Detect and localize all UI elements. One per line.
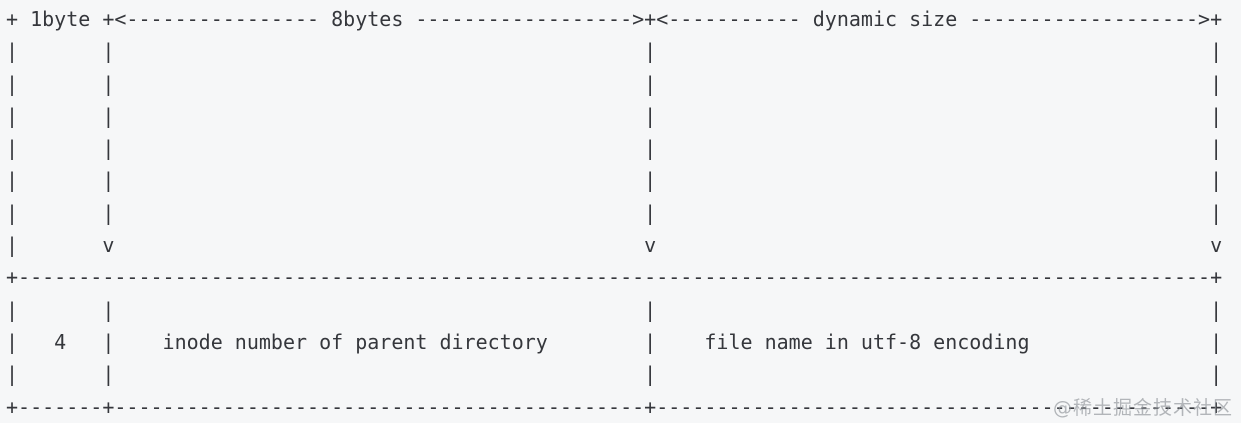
code-block: + 1byte +<---------------- 8bytes ------… [6, 7, 1232, 419]
ascii-diagram: + 1byte +<---------------- 8bytes ------… [6, 7, 1223, 419]
